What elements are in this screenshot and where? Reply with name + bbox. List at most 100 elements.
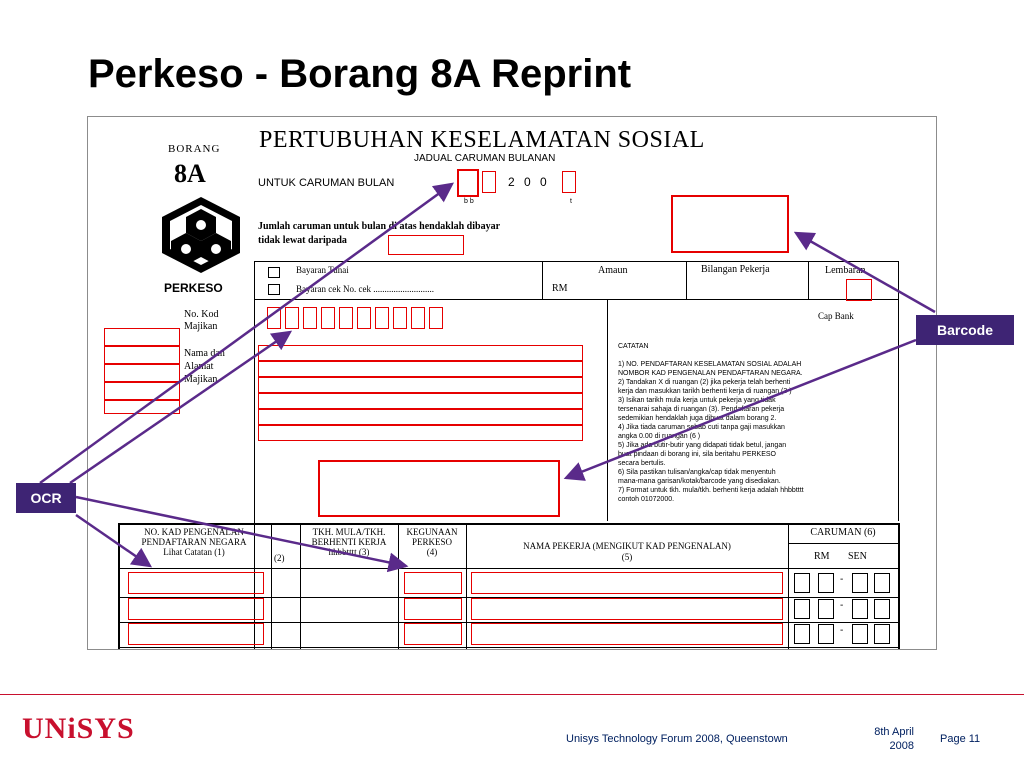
note-line: 5) Jika ada butir-butir yang didapati ti… xyxy=(618,442,787,449)
note-line: mana-mana garisan/kotak/barcode yang dis… xyxy=(618,478,781,485)
side-box-1 xyxy=(104,328,180,346)
col5-header: NAMA PEKERJA (MENGIKUT KAD PENGENALAN) (… xyxy=(523,541,731,562)
ic-number-box xyxy=(128,598,264,620)
kegunaan-box xyxy=(404,572,462,594)
amount-header: Amaun xyxy=(598,265,628,276)
t-label: t xyxy=(570,198,572,205)
sheet-header: Lembaran xyxy=(825,265,866,276)
employer-code-box xyxy=(429,307,443,329)
sheet-box xyxy=(846,279,872,301)
note-line: 2) Tandakan X di ruangan (2) jika pekerj… xyxy=(618,379,791,386)
pay-cash-label: Bayaran Tunai xyxy=(296,265,349,275)
note-line: NOMBOR KAD PENGENALAN PENDAFTARAN NEGARA… xyxy=(618,370,803,377)
col6-header: CARUMAN (6) xyxy=(810,527,876,538)
sen-col-label: SEN xyxy=(848,551,867,562)
footer-date: 8th April 2008 xyxy=(874,726,914,752)
employer-code-box xyxy=(375,307,389,329)
note-line: 1) NO. PENDAFTARAN KESELAMATAN SOSIAL AD… xyxy=(618,361,802,368)
col1-header: NO. KAD PENGENALAN PENDAFTARAN NEGARA Li… xyxy=(141,527,247,557)
form-number: 8A xyxy=(174,159,206,188)
caruman-digit-box xyxy=(818,624,834,644)
worker-name-box xyxy=(471,598,783,620)
slide-title: Perkeso - Borang 8A Reprint xyxy=(88,52,632,96)
cheque-checkbox[interactable] xyxy=(268,284,280,295)
note-line: buat pindaan di borang ini, sila beritah… xyxy=(618,451,776,458)
address-line-4 xyxy=(258,393,583,409)
employer-code-box xyxy=(393,307,407,329)
caruman-digit-box xyxy=(852,573,868,593)
note-line: kerja dan masukkan tarikh berhenti kerja… xyxy=(618,388,792,395)
month-ocr-box-2 xyxy=(482,171,496,193)
employer-code-box xyxy=(285,307,299,329)
col2-header: (2) xyxy=(274,553,285,563)
footer-page: Page 11 xyxy=(940,733,981,745)
worker-name-box xyxy=(471,623,783,645)
ocr-callout: OCR xyxy=(16,483,76,513)
decimal-dash: - xyxy=(840,625,844,636)
due-date-box xyxy=(388,235,464,255)
employer-code-box xyxy=(321,307,335,329)
schedule-title: JADUAL CARUMAN BULANAN xyxy=(414,153,556,164)
year-digits: 2 0 0 xyxy=(508,175,550,189)
col3-header: TKH. MULA/TKH. BERHENTI KERJA hhbbtttt (… xyxy=(311,527,387,557)
note-line: contoh 01072000. xyxy=(618,496,675,503)
form-image: BORANG 8A PERKESO PERTUBUHAN KESELAMATAN… xyxy=(87,116,937,650)
col4-header: KEGUNAAN PERKESO (4) xyxy=(406,527,458,557)
bank-stamp-label: Cap Bank xyxy=(818,311,854,321)
caruman-digit-box xyxy=(874,573,890,593)
caruman-digit-box xyxy=(794,573,810,593)
logo-text: PERKESO xyxy=(164,281,223,295)
month-ocr-box xyxy=(457,169,479,197)
month-label: UNTUK CARUMAN BULAN xyxy=(258,177,395,189)
kegunaan-box xyxy=(404,623,462,645)
employer-code-box xyxy=(303,307,317,329)
org-name: PERTUBUHAN KESELAMATAN SOSIAL xyxy=(259,127,705,153)
employer-code-box xyxy=(357,307,371,329)
side-box-4 xyxy=(104,382,180,400)
cash-checkbox[interactable] xyxy=(268,267,280,278)
perkeso-logo-icon xyxy=(162,197,240,273)
caruman-digit-box xyxy=(794,624,810,644)
note-line: 6) Sila pastikan tulisan/angka/cap tidak… xyxy=(618,469,776,476)
note-line: secara bertulis. xyxy=(618,460,666,467)
barcode-box-2 xyxy=(318,460,560,517)
decimal-dash: - xyxy=(840,574,844,585)
worker-name-box xyxy=(471,572,783,594)
caruman-digit-box xyxy=(794,599,810,619)
caruman-digit-box xyxy=(874,599,890,619)
side-box-3 xyxy=(104,364,180,382)
caruman-digit-box xyxy=(818,573,834,593)
side-box-2 xyxy=(104,346,180,364)
barcode-box xyxy=(671,195,789,253)
unisys-logo: UNiSYS xyxy=(22,712,135,745)
decimal-dash: - xyxy=(840,600,844,611)
borang-label: BORANG xyxy=(168,143,221,155)
footer-event: Unisys Technology Forum 2008, Queenstown xyxy=(566,733,788,745)
address-line-3 xyxy=(258,377,583,393)
note-line: angka 0.00 di ruangan (6 ) xyxy=(618,433,701,440)
note-line: 3) Isikan tarikh mula kerja untuk pekerj… xyxy=(618,397,776,404)
address-line-5 xyxy=(258,409,583,425)
bb-label: b b xyxy=(464,198,474,205)
employer-code-box xyxy=(411,307,425,329)
note-line: 4) Jika tiada caruman sebab cuti tanpa g… xyxy=(618,424,785,431)
ic-number-box xyxy=(128,623,264,645)
address-line-6 xyxy=(258,425,583,441)
workers-header: Bilangan Pekerja xyxy=(701,264,770,275)
rm-label: RM xyxy=(552,283,568,294)
footer-divider xyxy=(0,694,1024,695)
barcode-callout: Barcode xyxy=(916,315,1014,345)
year-ocr-box xyxy=(562,171,576,193)
notes-list: 1) NO. PENDAFTARAN KESELAMATAN SOSIAL AD… xyxy=(618,360,804,504)
due-text-1: Jumlah caruman untuk bulan di atas henda… xyxy=(258,221,501,232)
rm-col-label: RM xyxy=(814,551,830,562)
employer-code-label: No. Kod Majikan xyxy=(184,309,219,332)
caruman-digit-box xyxy=(852,599,868,619)
pay-cheque-label: Bayaran cek No. cek ....................… xyxy=(296,284,434,294)
notes-title: CATATAN xyxy=(618,343,649,350)
ic-number-box xyxy=(128,572,264,594)
due-text-2: tidak lewat daripada xyxy=(258,235,347,246)
note-line: sedemikian hendaklah juga dibuat dalam b… xyxy=(618,415,777,422)
note-line: tersenarai sahaja di ruangan (3). Pendaf… xyxy=(618,406,785,413)
